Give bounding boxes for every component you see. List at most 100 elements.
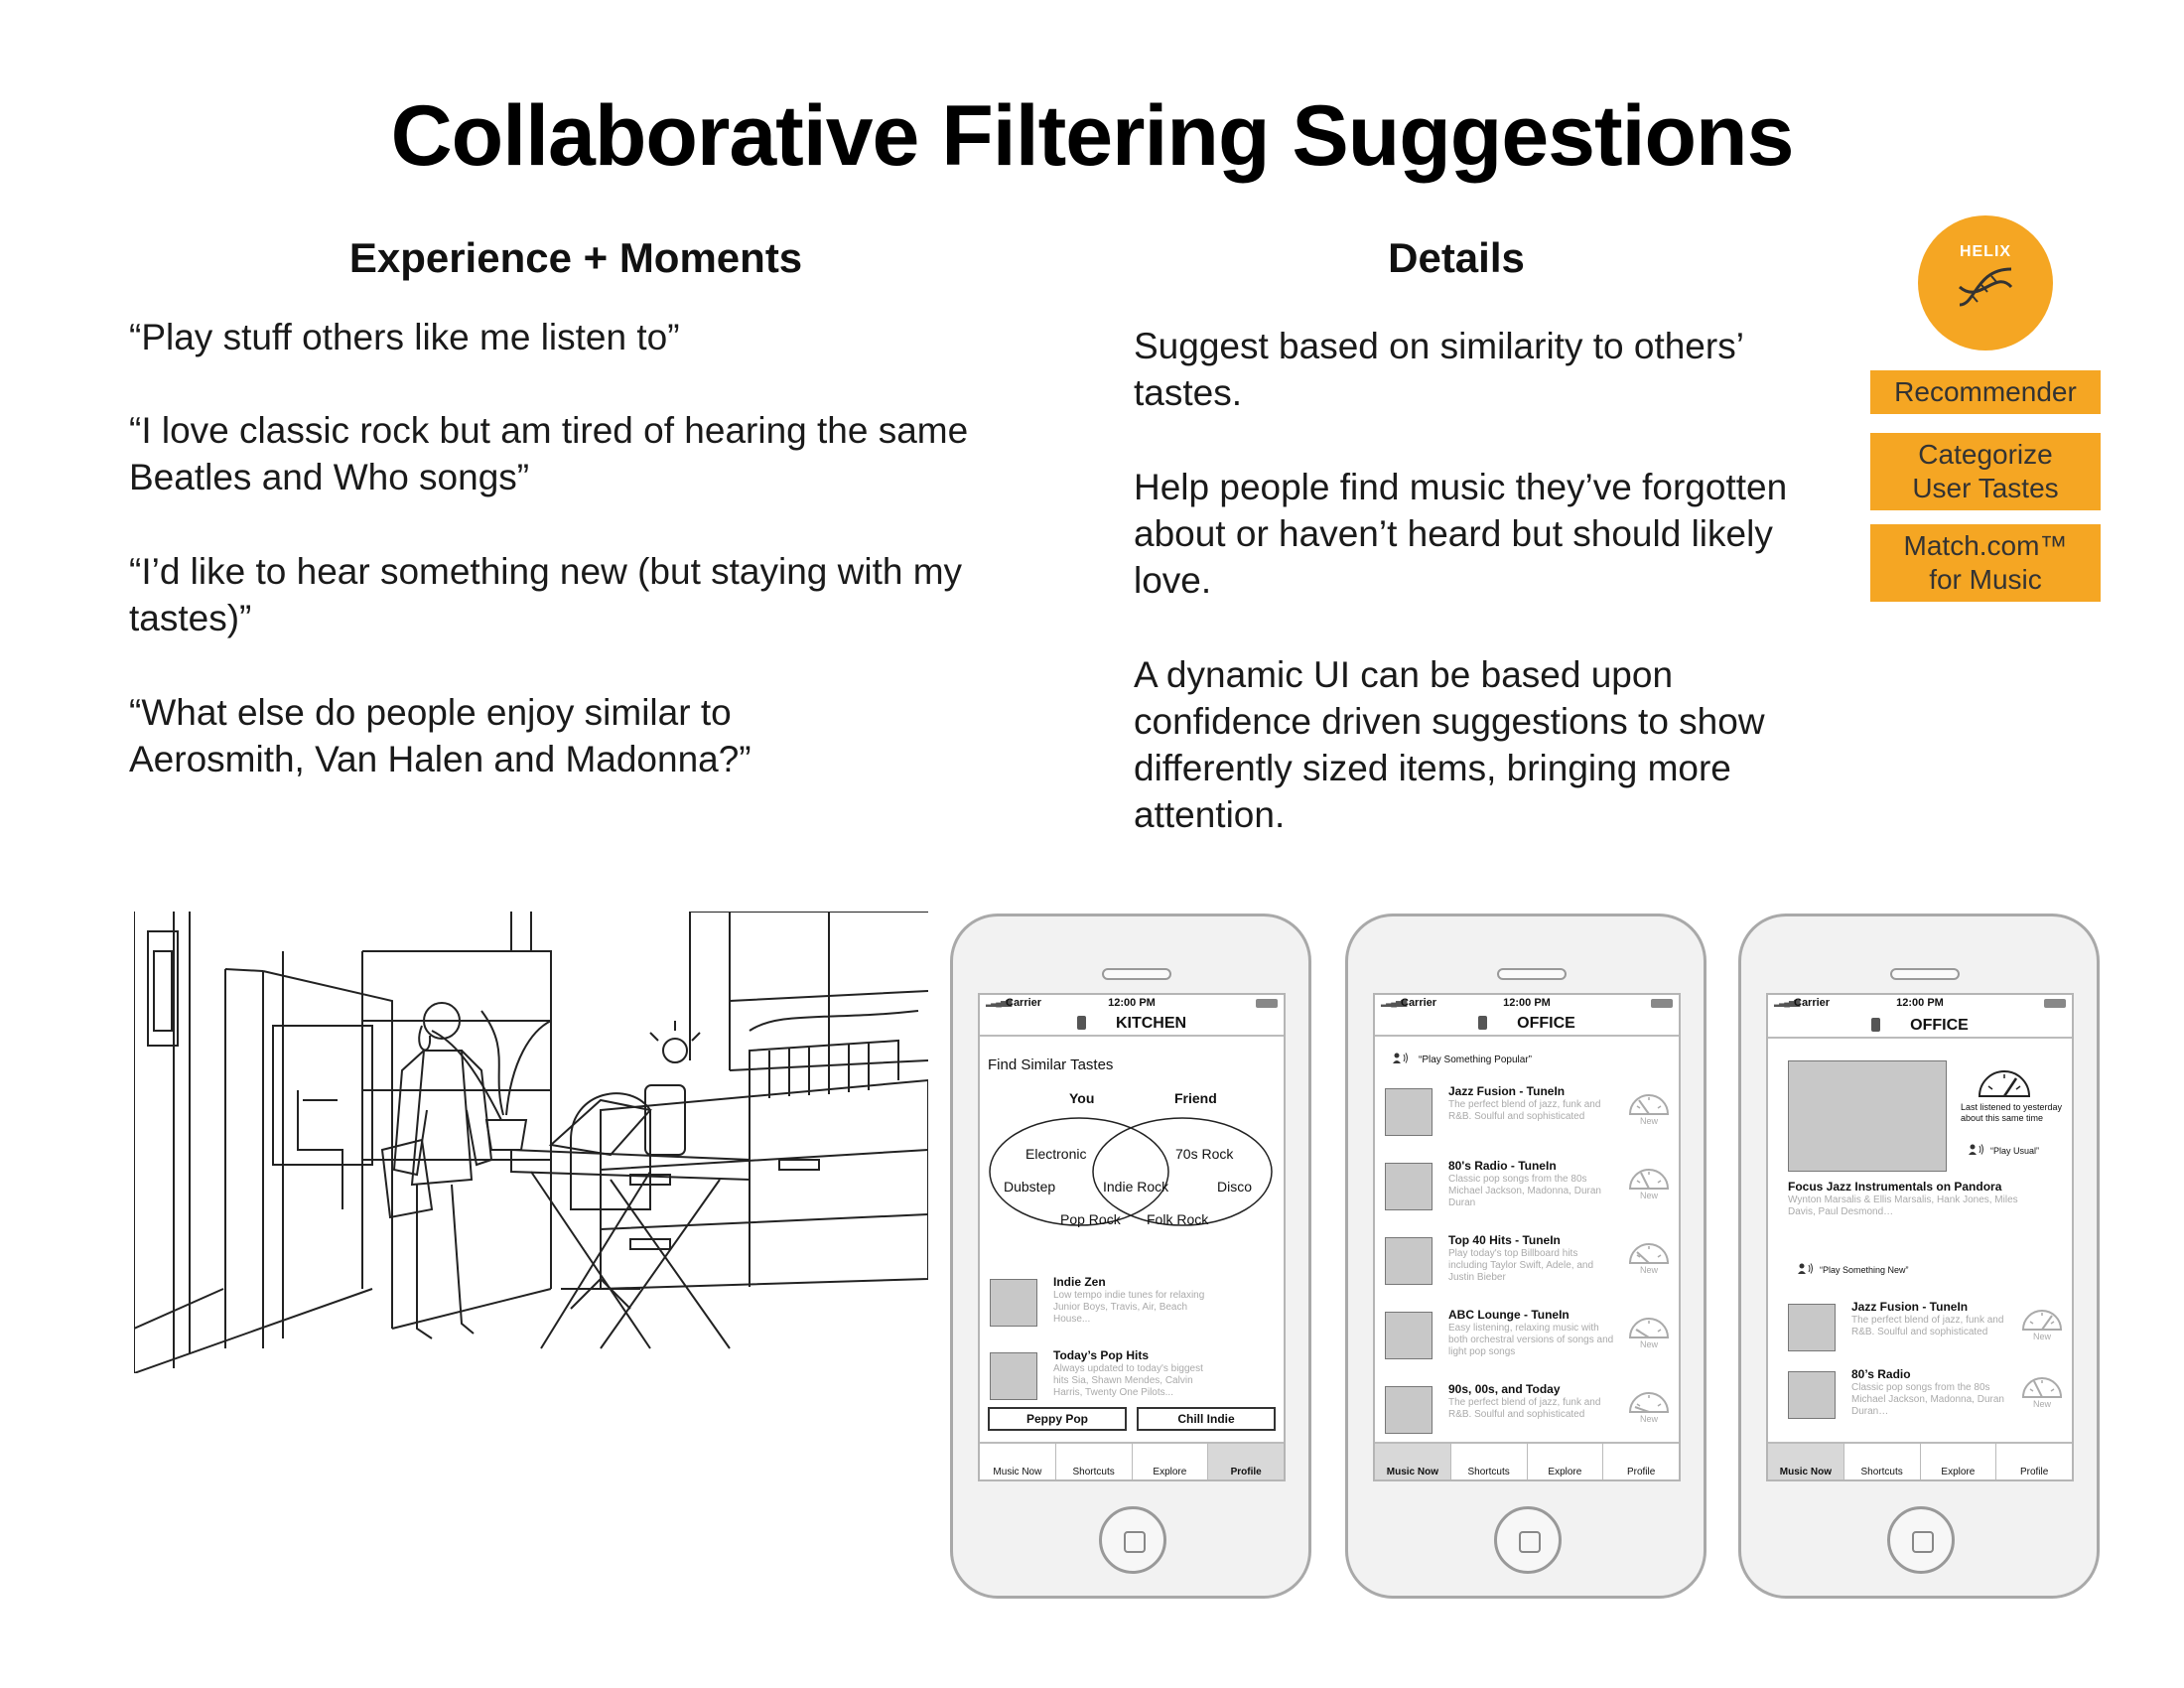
venn-tag[interactable]: 70s Rock xyxy=(1175,1146,1234,1162)
tab-shortcuts[interactable]: Shortcuts xyxy=(1056,1444,1133,1479)
home-button[interactable] xyxy=(1887,1506,1955,1574)
tab-profile[interactable]: Profile xyxy=(1208,1444,1284,1479)
featured-thumbnail[interactable] xyxy=(1788,1060,1947,1172)
battery-icon xyxy=(1256,999,1278,1008)
list-item[interactable]: Top 40 Hits - TuneIn Play today's top Bi… xyxy=(1385,1233,1673,1289)
phone-speaker xyxy=(1890,968,1960,980)
station-thumbnail xyxy=(1788,1304,1836,1351)
station-title: Indie Zen xyxy=(1053,1275,1106,1289)
confidence-gauge-icon xyxy=(2021,1377,2063,1398)
tab-explore[interactable]: Explore xyxy=(1133,1444,1209,1479)
voice-user-icon xyxy=(1969,1144,1983,1155)
station-thumbnail xyxy=(1385,1386,1433,1434)
tab-music-now[interactable]: Music Now xyxy=(1375,1444,1451,1479)
room-name: OFFICE xyxy=(1517,1015,1575,1032)
voice-command-text: “Play Something Popular” xyxy=(1419,1055,1532,1065)
station-thumbnail xyxy=(1385,1088,1433,1136)
phone-speaker xyxy=(1102,968,1171,980)
tab-music-now[interactable]: Music Now xyxy=(980,1444,1056,1479)
tab-explore[interactable]: Explore xyxy=(1921,1444,1997,1479)
list-item[interactable]: Indie Zen Low tempo indie tunes for rela… xyxy=(990,1275,1278,1331)
new-label: New xyxy=(1639,1414,1658,1424)
tab-explore[interactable]: Explore xyxy=(1528,1444,1604,1479)
tab-bar: Music Now Shortcuts Explore Profile xyxy=(1375,1442,1679,1479)
room-header[interactable]: OFFICE xyxy=(1375,1013,1679,1037)
venn-tag[interactable]: Electronic xyxy=(1025,1146,1087,1162)
carrier-label: Carrier xyxy=(1794,997,1831,1009)
station-title: Jazz Fusion - TuneIn xyxy=(1448,1084,1566,1098)
tag-categorize: Categorize User Tastes xyxy=(1870,433,2101,510)
station-thumbnail xyxy=(990,1352,1037,1400)
voice-user-icon xyxy=(1393,1053,1408,1063)
venn-left-title: You xyxy=(1069,1090,1095,1106)
phone-screen: ▂▃▄▅▆ Carrier 12:00 PM KITCHEN Find Simi… xyxy=(978,993,1286,1481)
signal-icon: ▂▃▄▅▆ xyxy=(1381,998,1407,1007)
venn-tag[interactable]: Dubstep xyxy=(1004,1179,1056,1195)
list-item[interactable]: 80’s Radio Classic pop songs from the 80… xyxy=(1788,1367,2072,1423)
carrier-label: Carrier xyxy=(1401,997,1437,1009)
quote: “I love classic rock but am tired of hea… xyxy=(129,410,969,497)
voice-command: “Play Usual” xyxy=(1969,1144,2039,1156)
station-desc: The perfect blend of jazz, funk and R&B.… xyxy=(1448,1099,1601,1122)
venn-tag[interactable]: Indie Rock xyxy=(1103,1179,1169,1195)
carrier-label: Carrier xyxy=(1006,997,1042,1009)
venn-tag[interactable]: Folk Rock xyxy=(1147,1211,1209,1227)
clock: 12:00 PM xyxy=(1108,997,1156,1009)
station-title: 90s, 00s, and Today xyxy=(1448,1382,1561,1396)
chill-indie-button[interactable]: Chill Indie xyxy=(1137,1407,1276,1431)
left-heading: Experience + Moments xyxy=(348,234,803,281)
clock: 12:00 PM xyxy=(1503,997,1551,1009)
battery-icon xyxy=(1651,999,1673,1008)
room-name: KITCHEN xyxy=(1115,1015,1187,1032)
peppy-pop-button[interactable]: Peppy Pop xyxy=(988,1407,1127,1431)
helix-badge: HELIX xyxy=(1918,215,2053,351)
voice-command-text: “Play Usual” xyxy=(1990,1146,2040,1156)
tab-bar: Music Now Shortcuts Explore Profile xyxy=(980,1442,1284,1479)
home-button[interactable] xyxy=(1494,1506,1562,1574)
featured-title[interactable]: Focus Jazz Instrumentals on Pandora xyxy=(1788,1180,2002,1194)
list-item[interactable]: 90s, 00s, and Today The perfect blend of… xyxy=(1385,1382,1673,1438)
tab-shortcuts[interactable]: Shortcuts xyxy=(1451,1444,1528,1479)
station-desc: Low tempo indie tunes for relaxing Junio… xyxy=(1053,1290,1205,1325)
list-item[interactable]: 80's Radio - TuneIn Classic pop songs fr… xyxy=(1385,1159,1673,1214)
detail-paragraph: Suggest based on similarity to others’ t… xyxy=(1134,326,1743,413)
station-thumbnail xyxy=(1385,1163,1433,1210)
list-item[interactable]: ABC Lounge - TuneIn Easy listening, rela… xyxy=(1385,1308,1673,1363)
station-desc: Play today's top Billboard hits includin… xyxy=(1448,1248,1594,1283)
signal-icon: ▂▃▄▅▆ xyxy=(986,998,1012,1007)
new-label: New xyxy=(1639,1116,1658,1126)
voice-command-text: “Play Something New” xyxy=(1820,1265,1909,1275)
last-listened-note: Last listened to yesterday about this sa… xyxy=(1961,1102,2063,1123)
tag-recommender: Recommender xyxy=(1870,370,2101,414)
room-header[interactable]: OFFICE xyxy=(1768,1015,2072,1039)
list-item[interactable]: Today’s Pop Hits Always updated to today… xyxy=(990,1348,1278,1404)
tab-profile[interactable]: Profile xyxy=(1626,1467,1656,1477)
tab-profile[interactable]: Profile xyxy=(2019,1467,2049,1477)
station-desc: Always updated to today's biggest hits S… xyxy=(1053,1363,1203,1398)
right-heading: Details xyxy=(1388,234,1525,281)
detail-paragraph: Help people find music they’ve forgotten… xyxy=(1134,467,1788,601)
confidence-gauge-icon xyxy=(2021,1310,2063,1331)
new-label: New xyxy=(1639,1339,1658,1349)
venn-tag[interactable]: Disco xyxy=(1217,1179,1253,1195)
list-item[interactable]: Jazz Fusion - TuneIn The perfect blend o… xyxy=(1385,1084,1673,1140)
speaker-icon xyxy=(1871,1018,1881,1032)
speaker-icon xyxy=(1076,1016,1086,1030)
home-button[interactable] xyxy=(1099,1506,1166,1574)
room-name: OFFICE xyxy=(1910,1017,1969,1034)
list-item[interactable]: Jazz Fusion - TuneIn The perfect blend o… xyxy=(1788,1300,2072,1355)
confidence-gauge-icon xyxy=(1628,1392,1670,1413)
room-header[interactable]: KITCHEN xyxy=(980,1013,1284,1037)
helix-label: HELIX xyxy=(1959,243,2012,260)
tab-music-now[interactable]: Music Now xyxy=(1768,1444,1844,1479)
phone-screen: ▂▃▄▅▆ Carrier 12:00 PM OFFICE Last liste… xyxy=(1766,993,2074,1481)
tab-shortcuts[interactable]: Shortcuts xyxy=(1844,1444,1921,1479)
station-title: Jazz Fusion - TuneIn xyxy=(1851,1300,1969,1314)
venn-tag[interactable]: Pop Rock xyxy=(1060,1211,1121,1227)
new-label: New xyxy=(1639,1265,1658,1275)
tag-match-for-music: Match.com™ for Music xyxy=(1870,524,2101,602)
confidence-gauge-icon xyxy=(1628,1243,1670,1264)
quote: “I’d like to hear something new (but sta… xyxy=(129,551,963,638)
detail-paragraph: A dynamic UI can be based upon confidenc… xyxy=(1134,654,1765,835)
signal-icon: ▂▃▄▅▆ xyxy=(1774,998,1800,1007)
